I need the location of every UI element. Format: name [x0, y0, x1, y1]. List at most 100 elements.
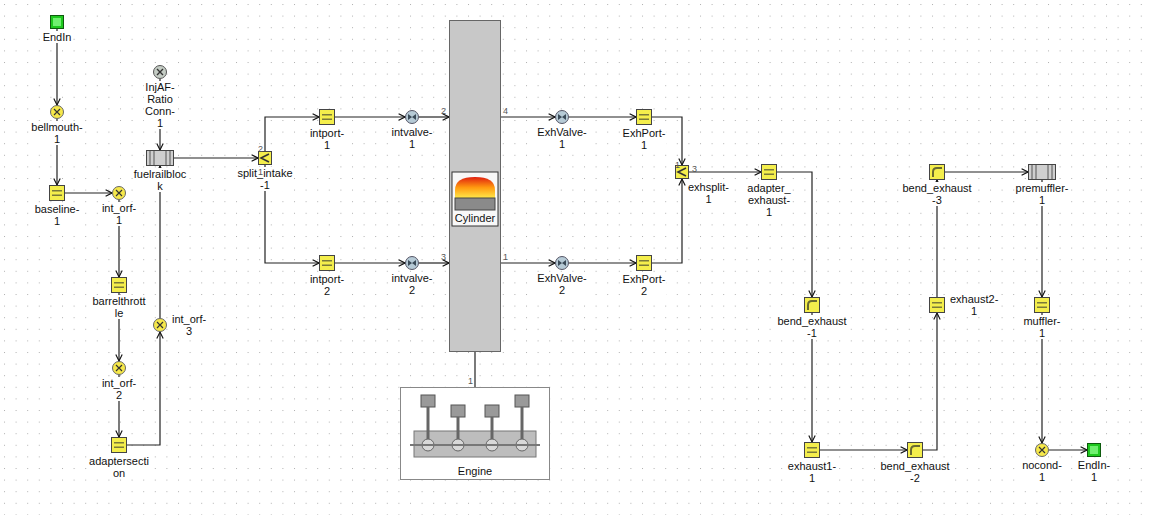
component-label: adaptersecti on [88, 455, 150, 479]
component-node: bend_exhaust -3 [929, 164, 945, 180]
component-node: fuelrailbloc k [146, 150, 174, 166]
component-label: split_intake -1 [236, 167, 293, 191]
component-label: muffler-1 [1022, 315, 1061, 339]
valve-icon [555, 110, 569, 124]
component-label: Cylinder [449, 212, 501, 224]
flow-connector [335, 262, 405, 263]
cyl-icon [449, 20, 501, 352]
component-label: baseline-1 [34, 203, 81, 227]
flow-connector [419, 262, 449, 263]
component-label: nocond-1 [1021, 459, 1063, 483]
port-number: 2 [258, 144, 263, 154]
end-icon [50, 15, 64, 29]
orf-icon [50, 105, 64, 119]
component-label: bellmouth-1 [30, 121, 83, 145]
valve-icon [555, 256, 569, 270]
component-node: EndIn-1 [1087, 443, 1101, 457]
flow-connector [65, 192, 112, 193]
flow-connector [501, 262, 555, 263]
component-node: exhaust1-1 [804, 442, 820, 458]
component-node: muffler-1 [1034, 297, 1050, 313]
bend-icon [929, 164, 945, 180]
pipe-icon [929, 297, 945, 313]
component-label: ExhPort-1 [622, 127, 667, 151]
pipe-icon [49, 185, 65, 201]
conn-icon [153, 65, 167, 79]
port-number: 2 [441, 106, 446, 116]
component-node: intport-2 [319, 255, 335, 271]
port-number: 1 [675, 160, 680, 170]
component-node: bellmouth-1 [50, 105, 64, 119]
port-number: 3 [692, 164, 697, 174]
component-label: intport-1 [309, 127, 345, 151]
component-label: ExhValve-2 [536, 272, 587, 296]
component-node: baseline-1 [49, 185, 65, 201]
component-label: int_orf-1 [101, 202, 137, 226]
component-label: int_orf-3 [171, 313, 207, 337]
component-label: premuffler-1 [1015, 182, 1070, 206]
bend-icon [907, 442, 923, 458]
flow-connector [652, 179, 682, 263]
component-node: intport-1 [319, 109, 335, 125]
component-node: premuffler-1 [1028, 164, 1056, 180]
pipe-icon [1034, 297, 1050, 313]
pipe-icon [761, 164, 777, 180]
port-number: 4 [503, 106, 508, 116]
pipe-icon [319, 255, 335, 271]
port-number: 1 [468, 376, 473, 386]
component-label: exhaust2-1 [949, 293, 999, 317]
flow-connector [1049, 449, 1087, 450]
component-label: exhaust1-1 [787, 460, 837, 484]
component-label: int_orf-2 [101, 377, 137, 401]
flow-connector [419, 116, 449, 117]
flow-connector [335, 116, 405, 117]
component-node: intvalve-2 [405, 256, 419, 270]
component-node: ExhValve-1 [555, 110, 569, 124]
block-icon [146, 150, 174, 166]
component-label: intvalve-1 [391, 126, 434, 150]
pipe-icon [636, 109, 652, 125]
flow-connector [923, 313, 937, 450]
orf-icon [153, 318, 167, 332]
port-number: 1 [258, 167, 263, 177]
component-label: bend_exhaust -3 [901, 182, 972, 206]
component-node: nocond-1 [1035, 443, 1049, 457]
valve-icon [405, 110, 419, 124]
component-node: ExhValve-2 [555, 256, 569, 270]
pipe-icon [319, 109, 335, 125]
component-label: fuelrailbloc k [133, 168, 188, 192]
port-number: 3 [441, 252, 446, 262]
component-node: adaptersecti on [111, 437, 127, 453]
component-node: barrelthrott le [111, 277, 127, 293]
component-node: bend_exhaust -1 [804, 297, 820, 313]
component-node: EndIn [50, 15, 64, 29]
pipe-icon [636, 255, 652, 271]
port-number: 1 [503, 252, 508, 262]
pipe-icon [111, 437, 127, 453]
pipe-icon [804, 442, 820, 458]
component-label: intport-2 [309, 273, 345, 297]
component-label: barrelthrott le [91, 295, 146, 319]
engine-box: Engine [400, 387, 550, 480]
valve-icon [405, 256, 419, 270]
component-label: bend_exhaust -1 [776, 315, 847, 339]
component-label: ExhPort-2 [622, 273, 667, 297]
flow-connector [689, 171, 761, 172]
component-label: ExhValve-1 [536, 126, 587, 150]
cylinder-box: Cylinder [449, 20, 501, 352]
flow-connector [569, 116, 636, 117]
component-label: intvalve-2 [391, 272, 434, 296]
component-node: adapter_ exhaust-1 [761, 164, 777, 180]
block-icon [1028, 164, 1056, 180]
flow-connector [501, 116, 555, 117]
flow-connector [474, 352, 475, 387]
flow-connector [820, 449, 907, 450]
component-node: int_orf-1 [112, 186, 126, 200]
component-label: adapter_ exhaust-1 [746, 182, 791, 218]
pipe-icon [111, 277, 127, 293]
component-label: EndIn-1 [1077, 459, 1111, 483]
component-node: bend_exhaust -2 [907, 442, 923, 458]
component-node: ExhPort-1 [636, 109, 652, 125]
